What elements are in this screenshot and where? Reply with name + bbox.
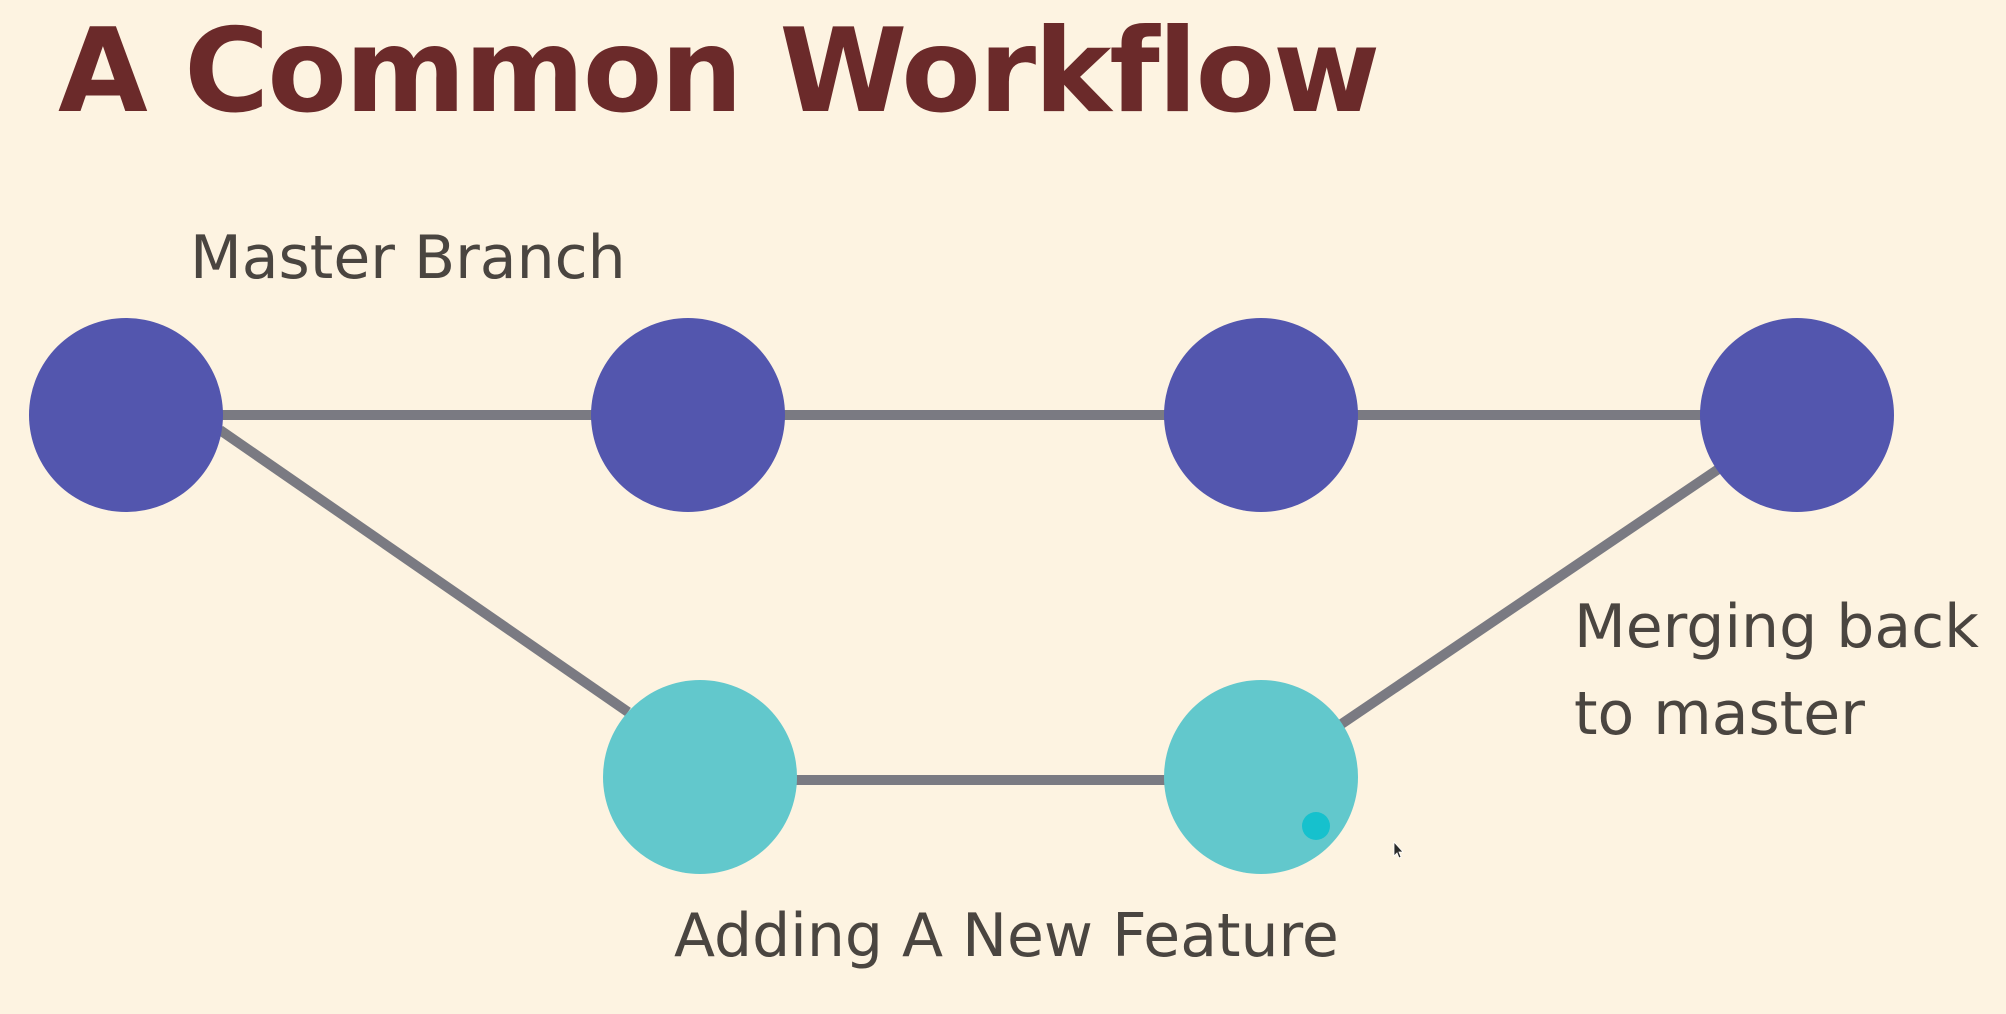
master-commit-node — [591, 318, 785, 512]
merge-label-line2: to master — [1574, 679, 1865, 749]
merge-label: Merging back to master — [1574, 584, 1979, 758]
master-commits — [29, 318, 1894, 512]
master-commit-node — [29, 318, 223, 512]
master-commit-node — [1164, 318, 1358, 512]
merge-edge — [1337, 463, 1723, 730]
feature-commit-node — [603, 680, 797, 874]
mouse-pointer-icon — [1393, 840, 1404, 859]
feature-branch-label: Adding A New Feature — [674, 901, 1339, 971]
master-commit-node — [1700, 318, 1894, 512]
merge-label-line1: Merging back — [1574, 592, 1979, 662]
feature-commit-node — [1164, 680, 1358, 874]
cursor-highlight-dot — [1302, 812, 1330, 840]
slide-title: A Common Workflow — [58, 4, 1380, 139]
branch-edges — [126, 410, 1797, 785]
branch-off-edge — [217, 425, 631, 717]
master-branch-label: Master Branch — [190, 223, 626, 293]
